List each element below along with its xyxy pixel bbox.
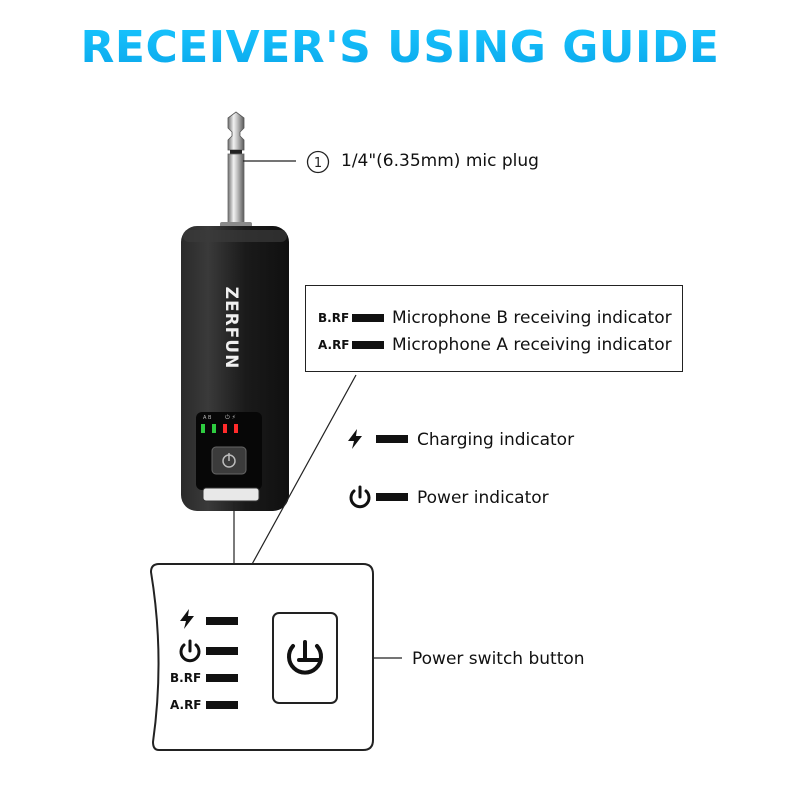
svg-text:⏻ ⚡: ⏻ ⚡: [225, 414, 236, 421]
led-power: [223, 424, 227, 433]
power-bar: [376, 493, 408, 501]
lightning-icon: [346, 428, 364, 454]
mic-plug: [220, 111, 252, 230]
b-rf-bar: [352, 314, 384, 322]
power-icon: [347, 484, 373, 514]
power-switch-button: [272, 612, 338, 704]
svg-text:1: 1: [314, 156, 322, 171]
led-b-rf: [212, 424, 216, 433]
charging-label: Charging indicator: [417, 430, 575, 450]
a-rf-bar: [352, 341, 384, 349]
a-rf-tag: A.RF: [318, 338, 350, 352]
b-rf-label: Microphone B receiving indicator: [392, 308, 672, 328]
panel-power-bar: [206, 647, 238, 655]
led-charge: [234, 424, 238, 433]
a-rf-label: Microphone A receiving indicator: [392, 335, 672, 355]
panel-power-icon: [177, 638, 203, 668]
power-label: Power indicator: [417, 488, 549, 508]
receiver-body: A B ⏻ ⚡: [181, 226, 289, 511]
panel-a-rf-tag: A.RF: [170, 698, 202, 712]
b-rf-tag: B.RF: [318, 311, 350, 325]
page-title: RECEIVER'S USING GUIDE: [0, 22, 800, 73]
number-marker: 1: [306, 150, 330, 174]
panel-charging-bar: [206, 617, 238, 625]
panel-lightning-icon: [178, 608, 196, 634]
rf-indicator-box: [305, 285, 683, 372]
charging-bar: [376, 435, 408, 443]
plug-label: 1/4"(6.35mm) mic plug: [341, 151, 539, 171]
svg-text:A B: A B: [203, 415, 212, 421]
brand-logo: ZERFUN: [221, 286, 241, 370]
panel-b-rf-bar: [206, 674, 238, 682]
panel-b-rf-tag: B.RF: [170, 671, 202, 685]
led-a-rf: [201, 424, 205, 433]
panel-a-rf-bar: [206, 701, 238, 709]
power-switch-label: Power switch button: [412, 649, 585, 669]
